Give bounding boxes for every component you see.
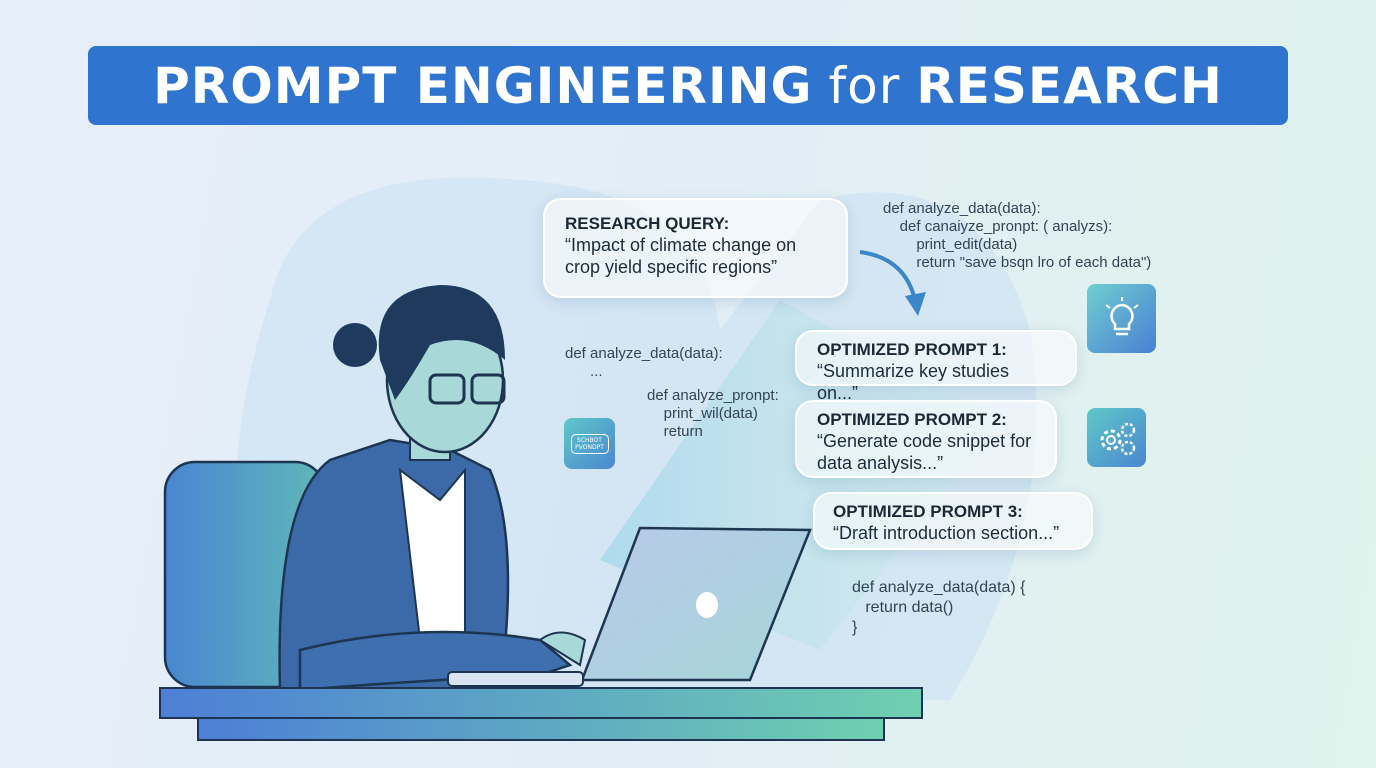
gears-icon bbox=[1087, 408, 1146, 467]
code-bottom: def analyze_data(data) { return data() } bbox=[852, 579, 1026, 636]
code-left-2: def analyze_pronpt: print_wil(data) retu… bbox=[647, 387, 779, 440]
arrow-icon bbox=[859, 250, 917, 301]
code-top: def analyze_data(data): def canaiyze_pro… bbox=[883, 200, 1152, 271]
query-label: RESEARCH QUERY: bbox=[565, 214, 730, 233]
optimized-prompt-2: OPTIMIZED PROMPT 2: “Generate code snipp… bbox=[795, 400, 1057, 478]
code-left-1: def analyze_data(data): ... bbox=[565, 345, 723, 380]
laptop bbox=[447, 526, 812, 687]
query-text: “Impact of climate change on crop yield … bbox=[565, 235, 797, 277]
prompt-text: “Summarize key studies on...” bbox=[817, 361, 1010, 403]
prompt-label: OPTIMIZED PROMPT 2: bbox=[817, 410, 1007, 429]
title-part1: PROMPT ENGINEERING bbox=[153, 56, 813, 115]
chat-bubble-icon: SCHBOT PVONDPT bbox=[564, 418, 615, 469]
title-part2: for bbox=[828, 56, 901, 115]
prompt-label: OPTIMIZED PROMPT 1: bbox=[817, 340, 1007, 359]
title-banner: PROMPT ENGINEERING for RESEARCH bbox=[88, 46, 1288, 125]
person bbox=[278, 285, 587, 692]
desk bbox=[159, 687, 923, 741]
chat-icon-text: SCHBOT PVONDPT bbox=[570, 433, 609, 454]
optimized-prompt-3: OPTIMIZED PROMPT 3: “Draft introduction … bbox=[813, 492, 1093, 550]
optimized-prompt-1: OPTIMIZED PROMPT 1: “Summarize key studi… bbox=[795, 330, 1077, 403]
research-query-bubble: RESEARCH QUERY: “Impact of climate chang… bbox=[543, 198, 848, 298]
lightbulb-icon bbox=[1087, 284, 1156, 353]
prompt-label: OPTIMIZED PROMPT 3: bbox=[833, 502, 1023, 521]
prompt-text: “Draft introduction section...” bbox=[833, 523, 1060, 543]
title-part3: RESEARCH bbox=[916, 56, 1223, 115]
prompt-text: “Generate code snippet for data analysis… bbox=[817, 431, 1032, 473]
